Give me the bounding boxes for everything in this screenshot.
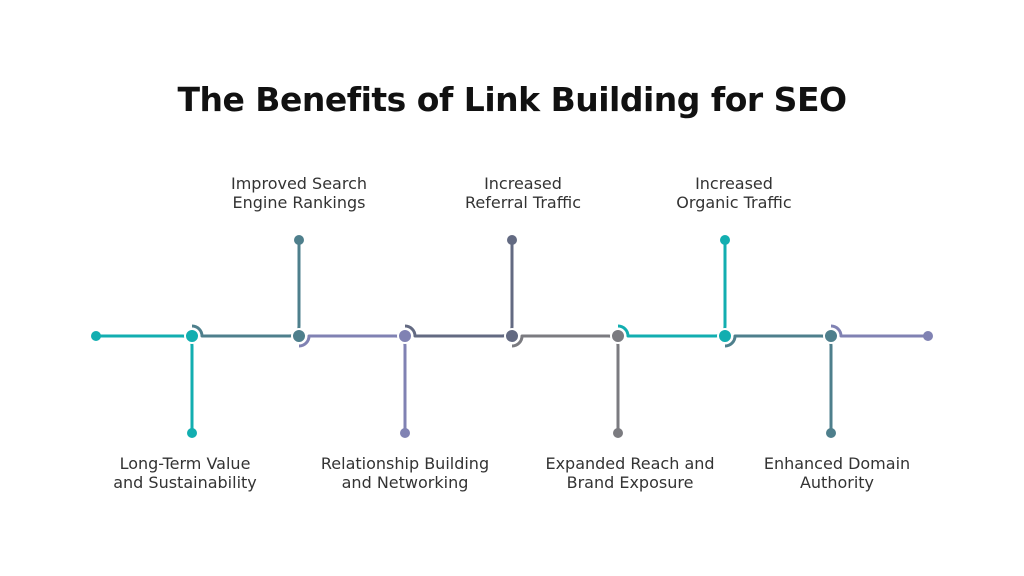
stem-end-dot (400, 428, 410, 438)
label-line: Authority (799, 473, 875, 492)
label-line: Organic Traffic (676, 193, 792, 212)
stem-end-dot (613, 428, 623, 438)
stem-end-dot (187, 428, 197, 438)
label-line: Relationship Building (320, 454, 490, 473)
node-arc (298, 335, 311, 348)
benefit-label-5: Expanded Reach and Brand Exposure (520, 454, 740, 492)
start-dot (91, 331, 101, 341)
benefit-label-1: Long-Term Value and Sustainability (75, 454, 295, 492)
node-arc (617, 324, 630, 337)
stem-end-dot (826, 428, 836, 438)
node-arc (724, 335, 737, 348)
stem-end-dot (507, 235, 517, 245)
label-line: Expanded Reach and (545, 454, 715, 473)
timeline-node (504, 328, 520, 344)
node-arc (191, 324, 204, 337)
end-dot (923, 331, 933, 341)
label-line: Engine Rankings (232, 193, 366, 212)
timeline-node (184, 328, 200, 344)
page-title: The Benefits of Link Building for SEO (177, 80, 847, 119)
label-line: Long-Term Value (119, 454, 251, 473)
label-line: Increased (484, 174, 562, 193)
benefit-label-4: Increased Referral Traffic (413, 174, 633, 212)
label-line: and Networking (341, 473, 469, 492)
label-line: and Sustainability (113, 473, 257, 492)
label-line: Improved Search (231, 174, 367, 193)
timeline-node (397, 328, 413, 344)
node-arc (511, 335, 524, 348)
timeline-node (291, 328, 307, 344)
node-arc (830, 324, 843, 337)
label-line: Brand Exposure (566, 473, 694, 492)
node-arc (404, 324, 417, 337)
timeline-node (717, 328, 733, 344)
timeline-node (610, 328, 626, 344)
label-line: Referral Traffic (465, 193, 581, 212)
benefit-label-6: Increased Organic Traffic (624, 174, 844, 212)
benefit-label-3: Relationship Building and Networking (295, 454, 515, 492)
label-line: Increased (695, 174, 773, 193)
timeline-node (823, 328, 839, 344)
stem-end-dot (720, 235, 730, 245)
benefit-label-7: Enhanced Domain Authority (727, 454, 947, 492)
stem-end-dot (294, 235, 304, 245)
label-line: Enhanced Domain (763, 454, 911, 473)
benefit-label-2: Improved Search Engine Rankings (189, 174, 409, 212)
